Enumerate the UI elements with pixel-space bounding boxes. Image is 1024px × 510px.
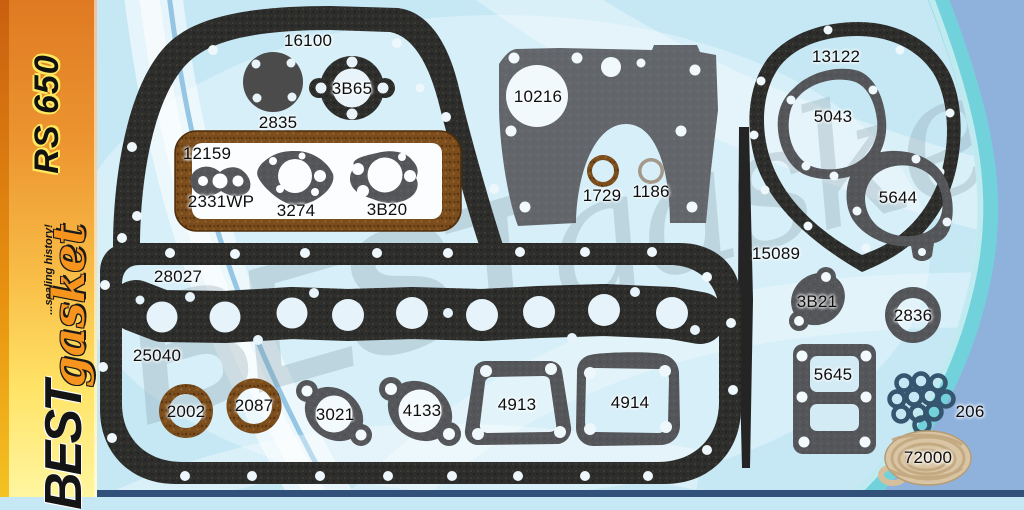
part-label-2002: 2002 [166,402,206,421]
sidebar-edge-highlight [94,0,97,497]
gasket-28027 [98,243,741,484]
gasket-5043 [777,68,887,181]
part-label-2836: 2836 [893,306,933,325]
gasket-1729 [587,155,619,187]
sidebar: RS 650 BEST ...sealing history! gasket [0,0,97,510]
part-label-15089: 15089 [751,244,801,263]
gasket-3B20 [349,151,418,204]
gasket-10216 [499,45,718,226]
gasket-3B65 [309,56,395,120]
part-label-4133: 4133 [402,401,442,420]
gasket-4914 [576,352,680,446]
gasket-4133 [379,377,461,446]
part-label-2087: 2087 [234,396,274,415]
gasket-2331WP [190,166,251,197]
brand-logo: BEST ...sealing history! gasket [12,224,95,510]
gasket-5645 [793,344,876,454]
sidebar-accent-stripe [0,0,9,497]
part-label-2835: 2835 [258,113,298,132]
part-label-10216: 10216 [513,87,563,106]
part-label-3021: 3021 [315,405,355,424]
part-label-5645: 5645 [813,365,853,384]
gasket-15089-strip [738,127,753,468]
part-label-2331WP: 2331WP [187,192,255,211]
gasket-3021 [296,380,372,446]
part-label-16100: 16100 [283,31,333,50]
part-label-206: 206 [955,402,985,421]
part-label-5644: 5644 [878,188,918,207]
gasket-2002 [159,384,213,438]
gasket-2836 [885,287,941,343]
gasket-3274 [257,150,334,206]
washer-set-206 [887,371,956,435]
packing-rope-72000 [878,430,972,486]
gasket-2087 [226,378,282,434]
gasket-2835 [243,52,303,112]
part-label-4913: 4913 [497,395,537,414]
gasket-4913 [464,361,572,445]
gasket-16100 [113,6,504,248]
gasket-5644 [846,150,953,262]
brand-best-text: BEST [35,383,94,510]
bottom-bar [90,490,1024,497]
part-label-25040: 25040 [132,346,182,365]
gasket-set-illustration [90,0,1024,497]
part-label-4914: 4914 [610,393,650,412]
model-number-text: RS 650 [27,54,66,174]
part-label-72000: 72000 [903,448,953,467]
part-label-1186: 1186 [632,182,670,201]
part-label-3B20: 3B20 [366,200,408,219]
part-label-5043: 5043 [813,107,853,126]
part-label-13122: 13122 [811,47,861,66]
gasket-3B21 [789,267,845,331]
part-label-3B21: 3B21 [796,292,838,311]
part-label-1729: 1729 [582,186,622,205]
part-label-3B65: 3B65 [331,79,373,98]
part-label-3274: 3274 [276,201,316,220]
gasket-1186 [638,158,664,184]
part-label-12159: 12159 [182,144,232,163]
model-number-label: RS 650 [25,19,69,209]
part-label-28027: 28027 [153,267,203,286]
brand-gasket-text: gasket [44,224,95,388]
gasket-25040 [110,280,726,345]
